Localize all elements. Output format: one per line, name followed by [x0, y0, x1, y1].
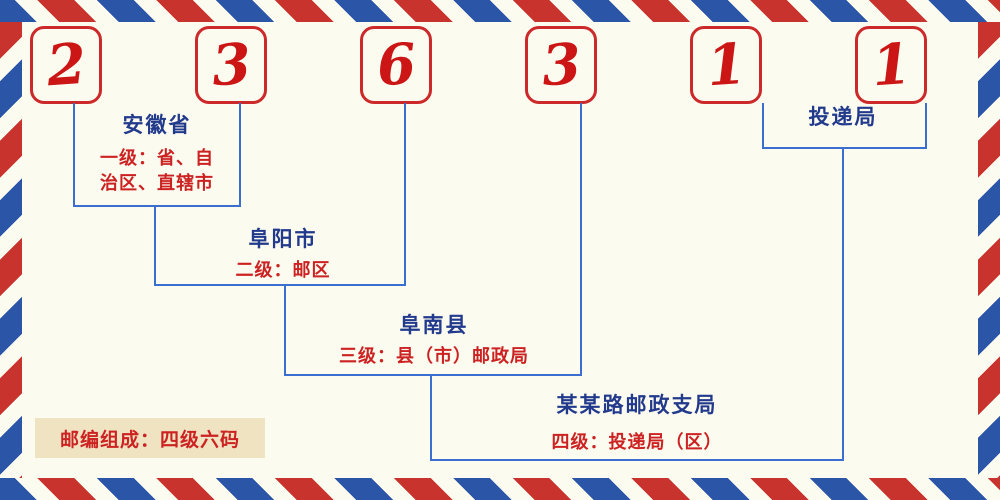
level1-place: 安徽省: [122, 113, 192, 137]
level3-place: 阜南县: [399, 313, 469, 337]
digit-4: 3: [539, 30, 583, 100]
connector-level2-left: [154, 207, 156, 286]
digit-2: 3: [209, 30, 253, 100]
level4-place: 某某路邮政支局: [556, 393, 718, 417]
level3-label-group: 阜南县 三级：县（市）邮政局: [284, 312, 584, 369]
level4-desc: 四级：投递局（区）: [551, 432, 723, 453]
connector-level1-right: [239, 103, 241, 207]
digit-3: 6: [374, 30, 418, 100]
digit-box-2: 3: [195, 26, 267, 104]
level1-desc-line1: 一级：省、自: [100, 148, 214, 169]
envelope-border-left: [0, 22, 22, 478]
digit-box-4: 3: [525, 26, 597, 104]
digit-box-5: 1: [690, 26, 762, 104]
composition-badge: 邮编组成：四级六码: [35, 418, 265, 458]
delivery-label: 投递局: [808, 105, 878, 129]
envelope-border-bottom: [0, 478, 1000, 500]
connector-level4-left: [430, 376, 432, 461]
postal-code-digits: 2 3 6 3 1 1: [30, 26, 927, 104]
level3-desc: 三级：县（市）邮政局: [339, 346, 529, 367]
envelope-border-right: [978, 22, 1000, 478]
connector-level1-bottom: [73, 205, 241, 207]
connector-level2-bottom: [154, 284, 406, 286]
level2-place: 阜阳市: [248, 227, 318, 251]
level2-label-group: 阜阳市 二级：邮区: [163, 226, 403, 283]
connector-delivery-right: [925, 103, 927, 149]
delivery-label-group: 投递局: [743, 104, 943, 130]
digit-box-3: 6: [360, 26, 432, 104]
digit-box-1: 2: [30, 26, 102, 104]
level2-desc: 二级：邮区: [235, 260, 331, 281]
connector-level3-bottom: [284, 374, 582, 376]
connector-delivery-bottom: [762, 147, 927, 149]
digit-5: 1: [704, 30, 748, 100]
connector-level4-bottom: [430, 459, 844, 461]
digit-6: 1: [869, 30, 913, 100]
digit-1: 2: [44, 30, 88, 100]
level1-label-group: 安徽省 一级：省、自 治区、直辖市: [37, 112, 277, 196]
connector-level4-right: [842, 149, 844, 461]
connector-level3-left: [284, 286, 286, 376]
digit-box-6: 1: [855, 26, 927, 104]
level1-desc-line2: 治区、直辖市: [100, 173, 214, 194]
envelope-border-top: [0, 0, 1000, 22]
connector-level3-right: [580, 103, 582, 376]
connector-delivery-left: [762, 103, 764, 149]
level4-label-group: 某某路邮政支局 四级：投递局（区）: [487, 392, 787, 455]
connector-level2-right: [404, 103, 406, 286]
connector-level1-left: [73, 103, 75, 207]
